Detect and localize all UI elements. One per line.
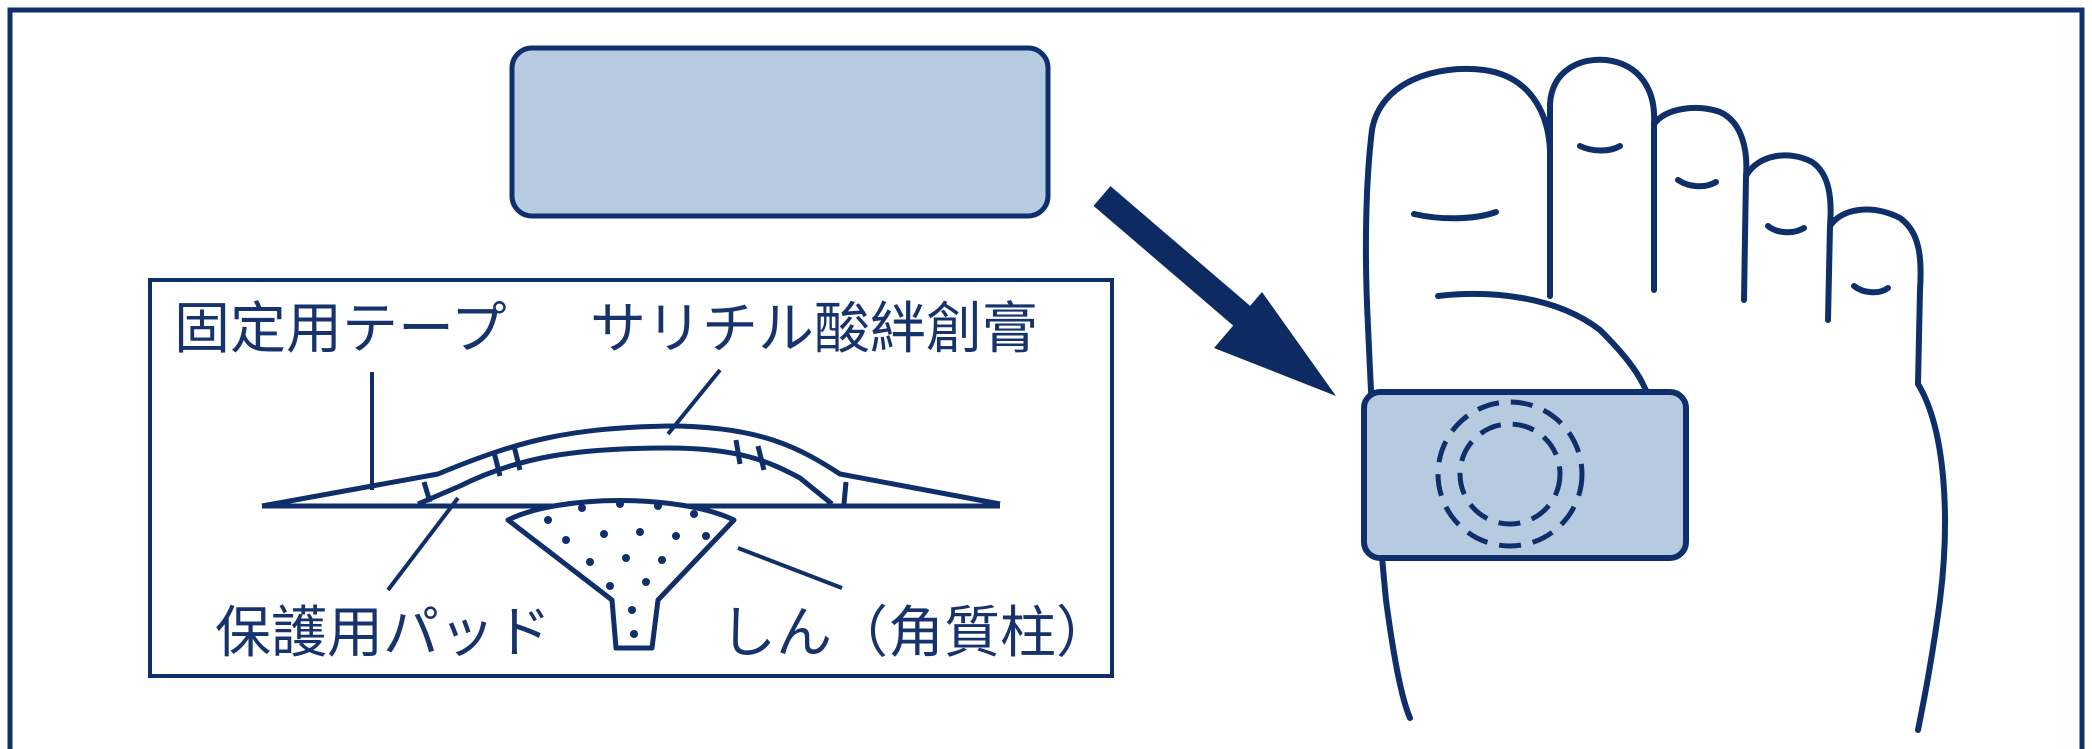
label-protective-pad: 保護用パッド [215,601,551,666]
label-core: しん（角質柱） [720,601,1112,666]
arrow-down-right-icon [1093,186,1336,396]
leader-line-salicylic-plaster [666,368,722,436]
applied-plaster [1361,389,1689,561]
callus-core [505,498,737,651]
cross-section-frame [148,278,1114,678]
leader-line-core [737,546,843,590]
cross-section-panel: 固定用テープ サリチル酸絆創膏 保護用パッド しん（角質柱） [148,278,1114,678]
label-salicylic-plaster: サリチル酸絆創膏 [590,297,1038,362]
plaster-pad-ring [1435,399,1585,549]
outer-frame [7,7,2085,749]
foot-sole-icon [1362,56,1948,733]
leader-line-protective-pad [386,496,460,592]
plaster-pad-icon [509,45,1051,219]
label-fixing-tape: 固定用テープ [174,297,507,362]
